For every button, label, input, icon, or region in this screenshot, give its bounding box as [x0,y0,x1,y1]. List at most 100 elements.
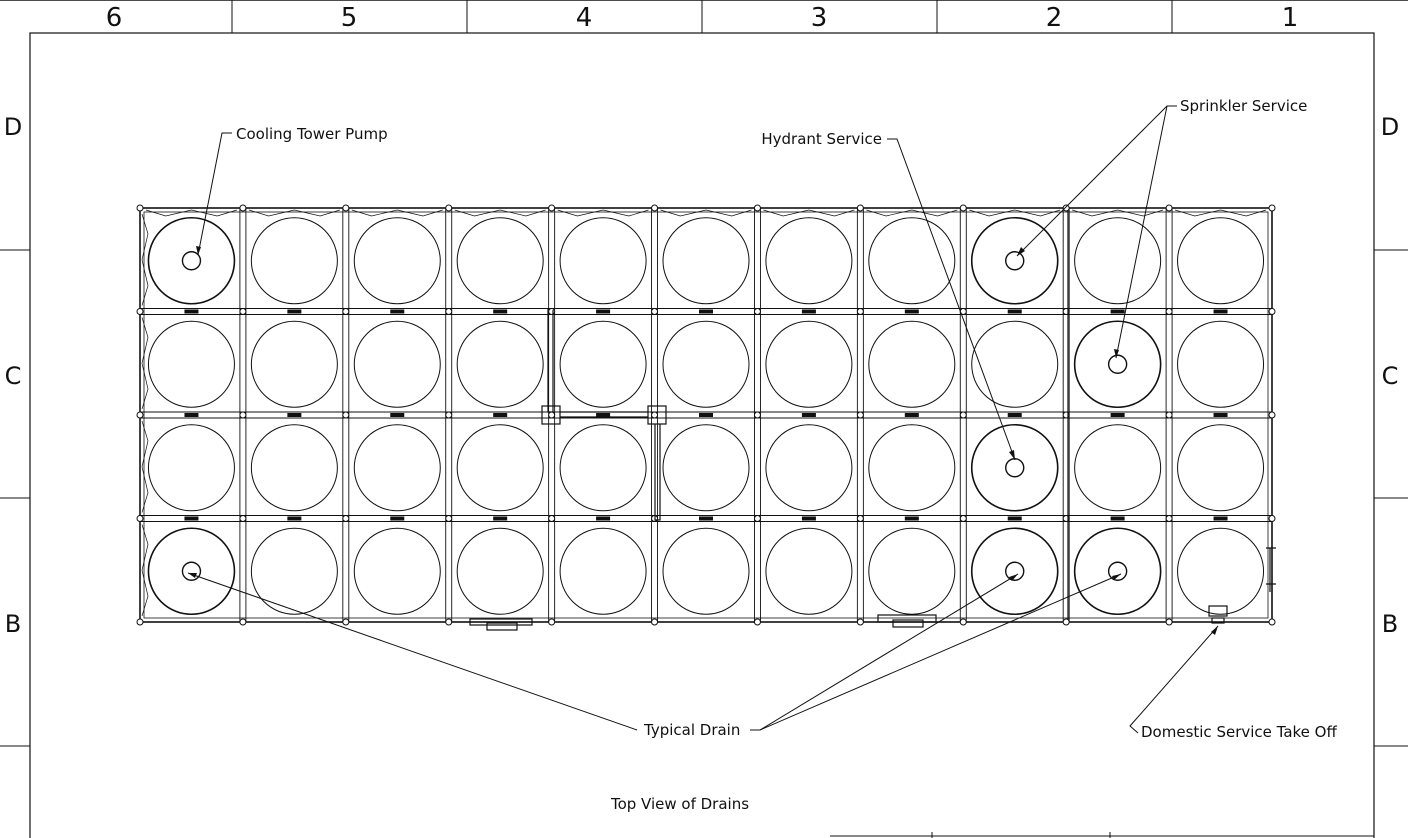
seam-bolt [596,413,611,417]
drain-outlet [181,561,202,581]
seam-bolt [801,413,816,417]
zone-col-label: 5 [341,3,358,33]
seam-joint [856,204,864,212]
seam-joint [445,411,453,419]
zone-row-label: C [5,362,22,390]
callout-typical-drain: Typical Drain [643,721,740,739]
seam-bolt [1213,309,1228,314]
zone-row-label: B [1382,610,1398,638]
seam-joint [136,411,144,419]
panel-dome [353,320,441,408]
panel-dome [456,320,544,408]
seam-bolt [904,413,919,417]
seam-bolt [287,309,302,314]
seam-bolt [184,413,199,417]
drain-outlet [1005,561,1025,581]
seam-joint [856,308,864,315]
seam-bolt [699,516,713,521]
panel-dome [1074,424,1162,512]
panel-dome [662,527,750,615]
panel-dome [147,320,235,408]
zone-col-label: 1 [1282,3,1299,33]
panel-dome [1074,217,1162,305]
top-edge-bracing [145,209,1267,217]
zone-row-label: D [1381,113,1399,141]
panel-dome [1177,424,1265,512]
panel-dome [971,320,1059,408]
seam-bolt [390,413,405,417]
panel-dome [765,424,853,512]
seam-joint [342,618,350,626]
seam-bolt [699,309,713,314]
seam-joint [239,618,247,626]
drain-outlet [1107,354,1128,374]
seam-bolt [1110,309,1125,314]
seam-bolt [1110,413,1125,417]
panel-dome [250,217,338,305]
seam-joint [342,411,350,419]
panel-dome [1073,320,1162,409]
seam-bolt [801,516,816,521]
seam-joint [959,515,967,522]
drain-outlet [1005,458,1025,478]
seam-joint [1165,618,1173,626]
seam-joint [239,515,247,522]
seam-joint [548,618,556,626]
callout-cooling-tower-pump: Cooling Tower Pump [236,125,388,143]
panel-dome [1177,320,1265,408]
panel-dome [353,527,441,615]
seam-bolt [390,309,405,314]
panel-dome [559,217,647,305]
zone-row-labels-left: D C B [4,113,22,638]
seam-joint [239,204,247,212]
seam-joint [1165,308,1173,315]
zone-col-label: 4 [576,3,593,33]
seam-joint [959,411,967,419]
callout-sprinkler-service: Sprinkler Service [1180,97,1307,115]
panel-dome [662,320,750,408]
seam-joint [1062,618,1070,626]
seam-bolt [1213,516,1228,521]
panel-dome [353,217,441,305]
seam-bolt [184,309,199,314]
seam-joint [136,204,144,212]
panel-dome [353,424,441,512]
seam-bolt [1110,516,1125,521]
seam-joint [1268,618,1276,626]
panel-dome [250,320,338,408]
seam-bolt [1007,309,1022,314]
seam-joint [959,204,967,212]
seam-joint [136,515,144,522]
panel-dome [1177,527,1265,615]
zone-row-label: B [5,610,21,638]
panel-dome [147,424,235,512]
panel-dome [147,527,236,616]
panel-dome [456,424,544,512]
seam-joint [1268,308,1276,315]
seam-bolt [390,516,405,521]
seam-joint [959,618,967,626]
seam-bolt [1007,413,1022,417]
seam-joint [651,411,659,419]
panel-dome [868,424,956,512]
seam-joint [651,204,659,212]
panel-dome [662,424,750,512]
seam-joint [753,308,761,315]
panel-dome [1073,527,1162,616]
panel-dome [250,424,338,512]
leader-lines [187,105,1219,734]
seam-bolt [1213,413,1228,417]
seam-joint [753,515,761,522]
seam-joint [856,618,864,626]
seam-joint [445,308,453,315]
seam-bolt [596,516,611,521]
panel-dome [559,424,647,512]
seam-bolt [596,309,611,314]
seam-joint [239,411,247,419]
seam-joint [1165,204,1173,212]
tank-inner-frame [143,211,1269,619]
panel-dome [559,527,647,615]
seam-joint [1268,204,1276,212]
